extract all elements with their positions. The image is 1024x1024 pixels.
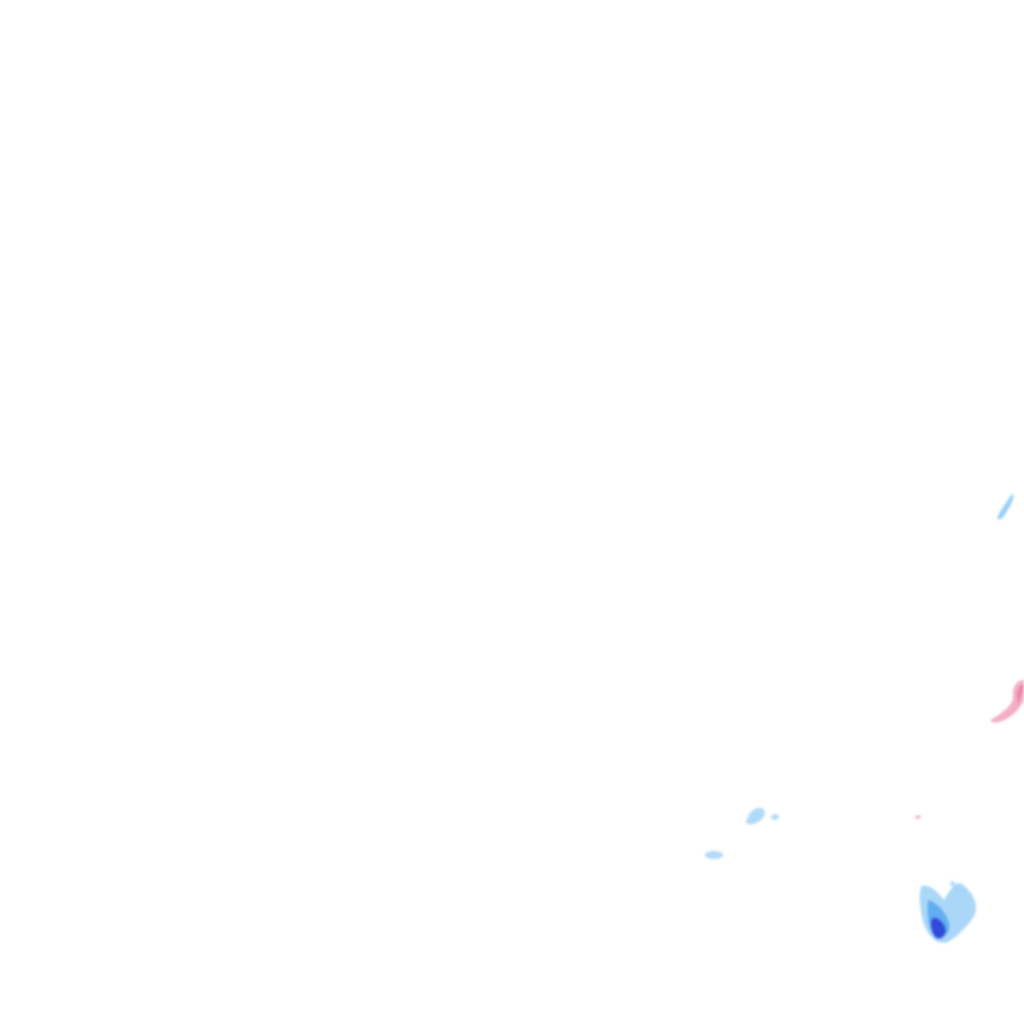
echo-cell-small-pink xyxy=(915,815,921,819)
echo-cell-center-small xyxy=(746,807,779,825)
rain-light-dot xyxy=(705,851,723,859)
mixed-core-shape xyxy=(1017,684,1024,704)
mixed-light-dot xyxy=(915,815,921,819)
echo-cell-center-tiny xyxy=(705,851,723,859)
rain-light-shape xyxy=(997,494,1014,520)
mixed-moderate-shape xyxy=(990,680,1024,723)
echo-cell-right-edge xyxy=(990,680,1024,723)
rain-light-dot xyxy=(771,814,779,820)
rain-light-shape xyxy=(746,807,765,825)
echo-cell-upper-right xyxy=(997,494,1014,520)
echo-cell-lower-right xyxy=(919,880,977,943)
rain-heavy-shape xyxy=(930,917,946,939)
rain-light-arc xyxy=(950,880,970,910)
